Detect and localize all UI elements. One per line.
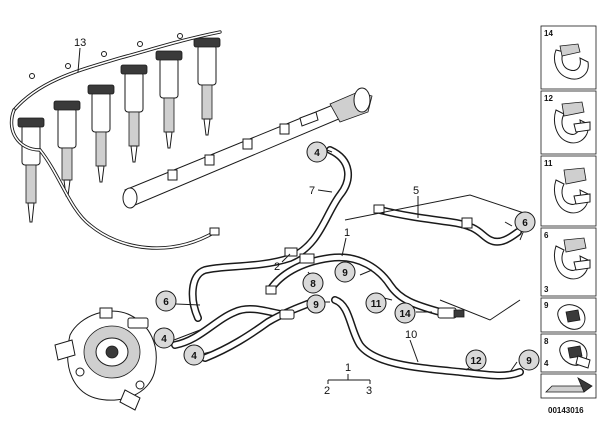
- hose-pump-feed: [171, 285, 322, 362]
- ref-label-8: 8: [544, 337, 549, 346]
- hose-7: [188, 146, 352, 322]
- injector: [87, 84, 115, 183]
- callout-9-mid: 9: [342, 268, 348, 279]
- leader-line: [281, 253, 291, 263]
- item-label-2-upper: 2: [274, 261, 280, 273]
- callout-14: 14: [399, 309, 411, 320]
- item-label-13: 13: [74, 37, 86, 49]
- ref-label-9: 9: [544, 301, 549, 310]
- callout-9-right: 9: [526, 356, 532, 367]
- ref-label-4: 4: [544, 359, 549, 368]
- callout-4-left: 4: [161, 334, 167, 345]
- item-label-10: 10: [405, 329, 417, 341]
- assembly-frame: [439, 299, 521, 321]
- hose-1: [266, 247, 465, 319]
- callout-6-right: 6: [522, 218, 528, 229]
- injector: [193, 37, 221, 136]
- leader-line: [77, 47, 81, 73]
- ref-label-14: 14: [544, 29, 553, 38]
- injector: [120, 64, 148, 163]
- injector: [53, 100, 81, 197]
- assembly-item-group: 1 2 3: [324, 362, 372, 397]
- callout-6-left: 6: [163, 297, 169, 308]
- reference-strip: 14 12 11 6 3 9 8 4: [540, 25, 597, 399]
- callout-4-low: 4: [191, 351, 197, 362]
- fuel-rail-assembly: [122, 87, 373, 209]
- item-label-1-upper: 1: [344, 227, 350, 239]
- callout-8-mid: 8: [310, 279, 316, 290]
- ref-label-11: 11: [544, 159, 553, 168]
- item-label-1-lower: 1: [345, 362, 351, 374]
- leader-line: [409, 339, 419, 363]
- leader-line: [341, 237, 347, 257]
- document-number: 00143016: [548, 406, 584, 415]
- ref-label-12: 12: [544, 94, 553, 103]
- ref-label-6: 6: [544, 231, 549, 240]
- item-label-7: 7: [309, 185, 315, 197]
- ref-cell-11: [540, 155, 597, 227]
- item-label-3-lower: 3: [366, 385, 372, 397]
- leak-off-line: [9, 30, 222, 250]
- injectors: [17, 37, 221, 223]
- hose-10: [331, 296, 524, 380]
- ref-label-3: 3: [544, 285, 549, 294]
- injector: [17, 117, 45, 223]
- injector: [155, 50, 183, 149]
- callout-circles: 4 6 9 8 6 9 11 14 4 4 12 9: [153, 141, 540, 371]
- leader-line: [317, 189, 333, 193]
- callout-11: 11: [371, 299, 382, 310]
- high-pressure-pump: [54, 307, 157, 411]
- callout-12: 12: [470, 356, 482, 367]
- hose-5: [373, 204, 522, 246]
- callout-9-small: 9: [313, 300, 319, 311]
- item-label-5: 5: [413, 185, 419, 197]
- callout-4-top: 4: [314, 148, 320, 159]
- item-label-2-lower: 2: [324, 385, 330, 397]
